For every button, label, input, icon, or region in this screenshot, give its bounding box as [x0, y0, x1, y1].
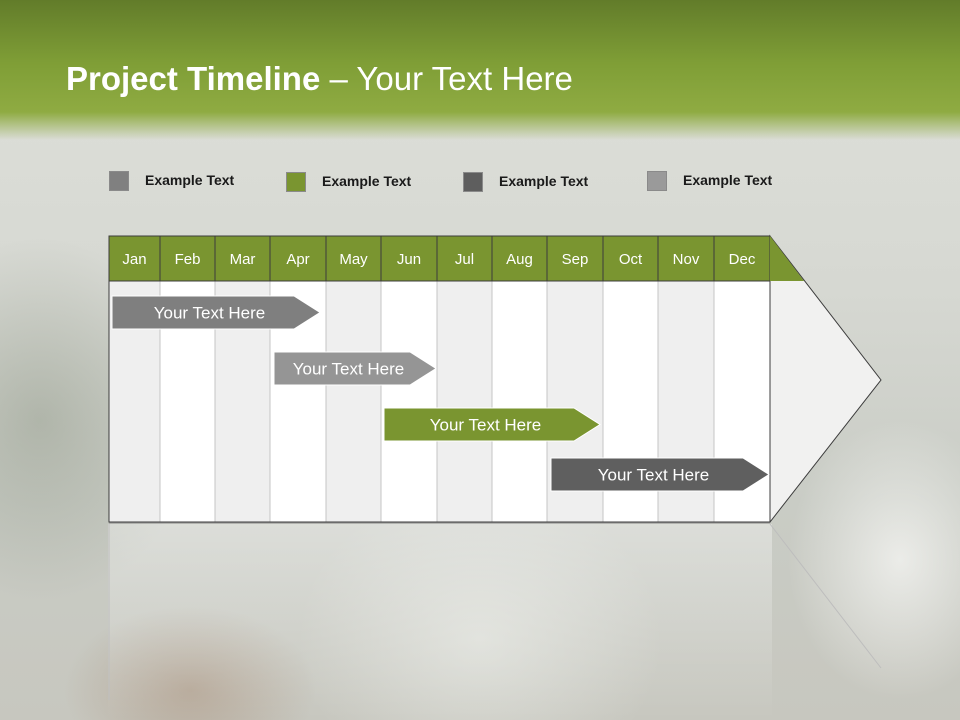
title-bar: [0, 0, 960, 140]
timeline-reflection: [108, 524, 772, 720]
reflection-edge-right: [769, 523, 882, 669]
month-column: [325, 280, 382, 523]
task-label: Your Text Here: [154, 304, 266, 323]
month-label: Dec: [729, 251, 756, 268]
month-column: [380, 280, 438, 523]
task-arrow[interactable]: Your Text Here: [550, 457, 770, 492]
arrowhead-header-tip: [770, 236, 804, 281]
task-arrow-shape: [273, 351, 437, 386]
legend-label: Example Text: [683, 172, 773, 188]
legend-swatch: [286, 172, 306, 192]
month-label: Aug: [506, 251, 533, 268]
month-header-cell: [657, 235, 715, 282]
legend-label: Example Text: [322, 173, 412, 189]
task-label: Your Text Here: [293, 360, 405, 379]
month-header-cell: [713, 235, 771, 282]
month-label: Nov: [673, 251, 700, 268]
month-label: Jan: [122, 251, 146, 268]
month-label: Oct: [619, 251, 643, 268]
task-arrow-shape: [383, 407, 601, 442]
title-rest: – Your Text Here: [320, 60, 573, 97]
month-label: Mar: [230, 251, 256, 268]
month-header-cell: [602, 235, 659, 282]
month-header-cell: [214, 235, 271, 282]
legend-swatch: [109, 171, 129, 191]
task-arrow[interactable]: Your Text Here: [111, 295, 321, 330]
month-label: Jun: [397, 251, 421, 268]
task-arrow-shape: [550, 457, 770, 492]
month-column: [491, 280, 548, 523]
month-column: [436, 280, 493, 523]
legend-label: Example Text: [145, 172, 235, 188]
month-header-cell: [325, 235, 382, 282]
page-title: Project Timeline – Your Text Here: [66, 60, 573, 98]
month-label: May: [339, 251, 368, 268]
month-header-cell: [108, 235, 161, 282]
task-arrow[interactable]: Your Text Here: [383, 407, 601, 442]
month-header-cell: [159, 235, 216, 282]
task-label: Your Text Here: [430, 416, 542, 435]
legend-swatch: [463, 172, 483, 192]
task-arrow[interactable]: Your Text Here: [273, 351, 437, 386]
month-header-cell: [491, 235, 548, 282]
legend-label: Example Text: [499, 173, 589, 189]
month-header-cell: [380, 235, 438, 282]
legend-swatch: [647, 171, 667, 191]
month-label: Sep: [562, 251, 589, 268]
task-label: Your Text Here: [598, 466, 710, 485]
month-header-cell: [269, 235, 327, 282]
month-label: Jul: [455, 251, 474, 268]
month-label: Apr: [286, 251, 309, 268]
title-bold: Project Timeline: [66, 60, 321, 97]
month-label: Feb: [175, 251, 201, 268]
task-arrow-shape: [111, 295, 321, 330]
